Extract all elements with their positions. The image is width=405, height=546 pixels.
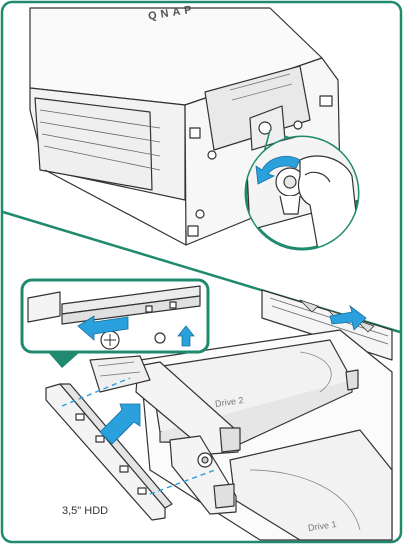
screw-icon	[100, 330, 120, 350]
arrow-insert-icon	[99, 403, 141, 445]
rotate-arrow-icon	[255, 156, 301, 185]
knob-detail-callout	[244, 129, 360, 251]
alignment-guides	[61, 377, 216, 495]
arrow-right-icon	[329, 304, 367, 331]
thumb-knob-icon	[275, 167, 305, 215]
arrow-up-icon	[177, 325, 195, 347]
drive-bay	[89, 289, 393, 541]
nas-enclosure	[29, 7, 341, 246]
mounting-bracket	[45, 383, 173, 521]
arrow-left-icon	[77, 315, 129, 341]
screw-detail-inset	[20, 278, 210, 368]
finger-icon	[297, 155, 358, 249]
hdd-size-label: 3,5" HDD	[62, 505, 109, 517]
